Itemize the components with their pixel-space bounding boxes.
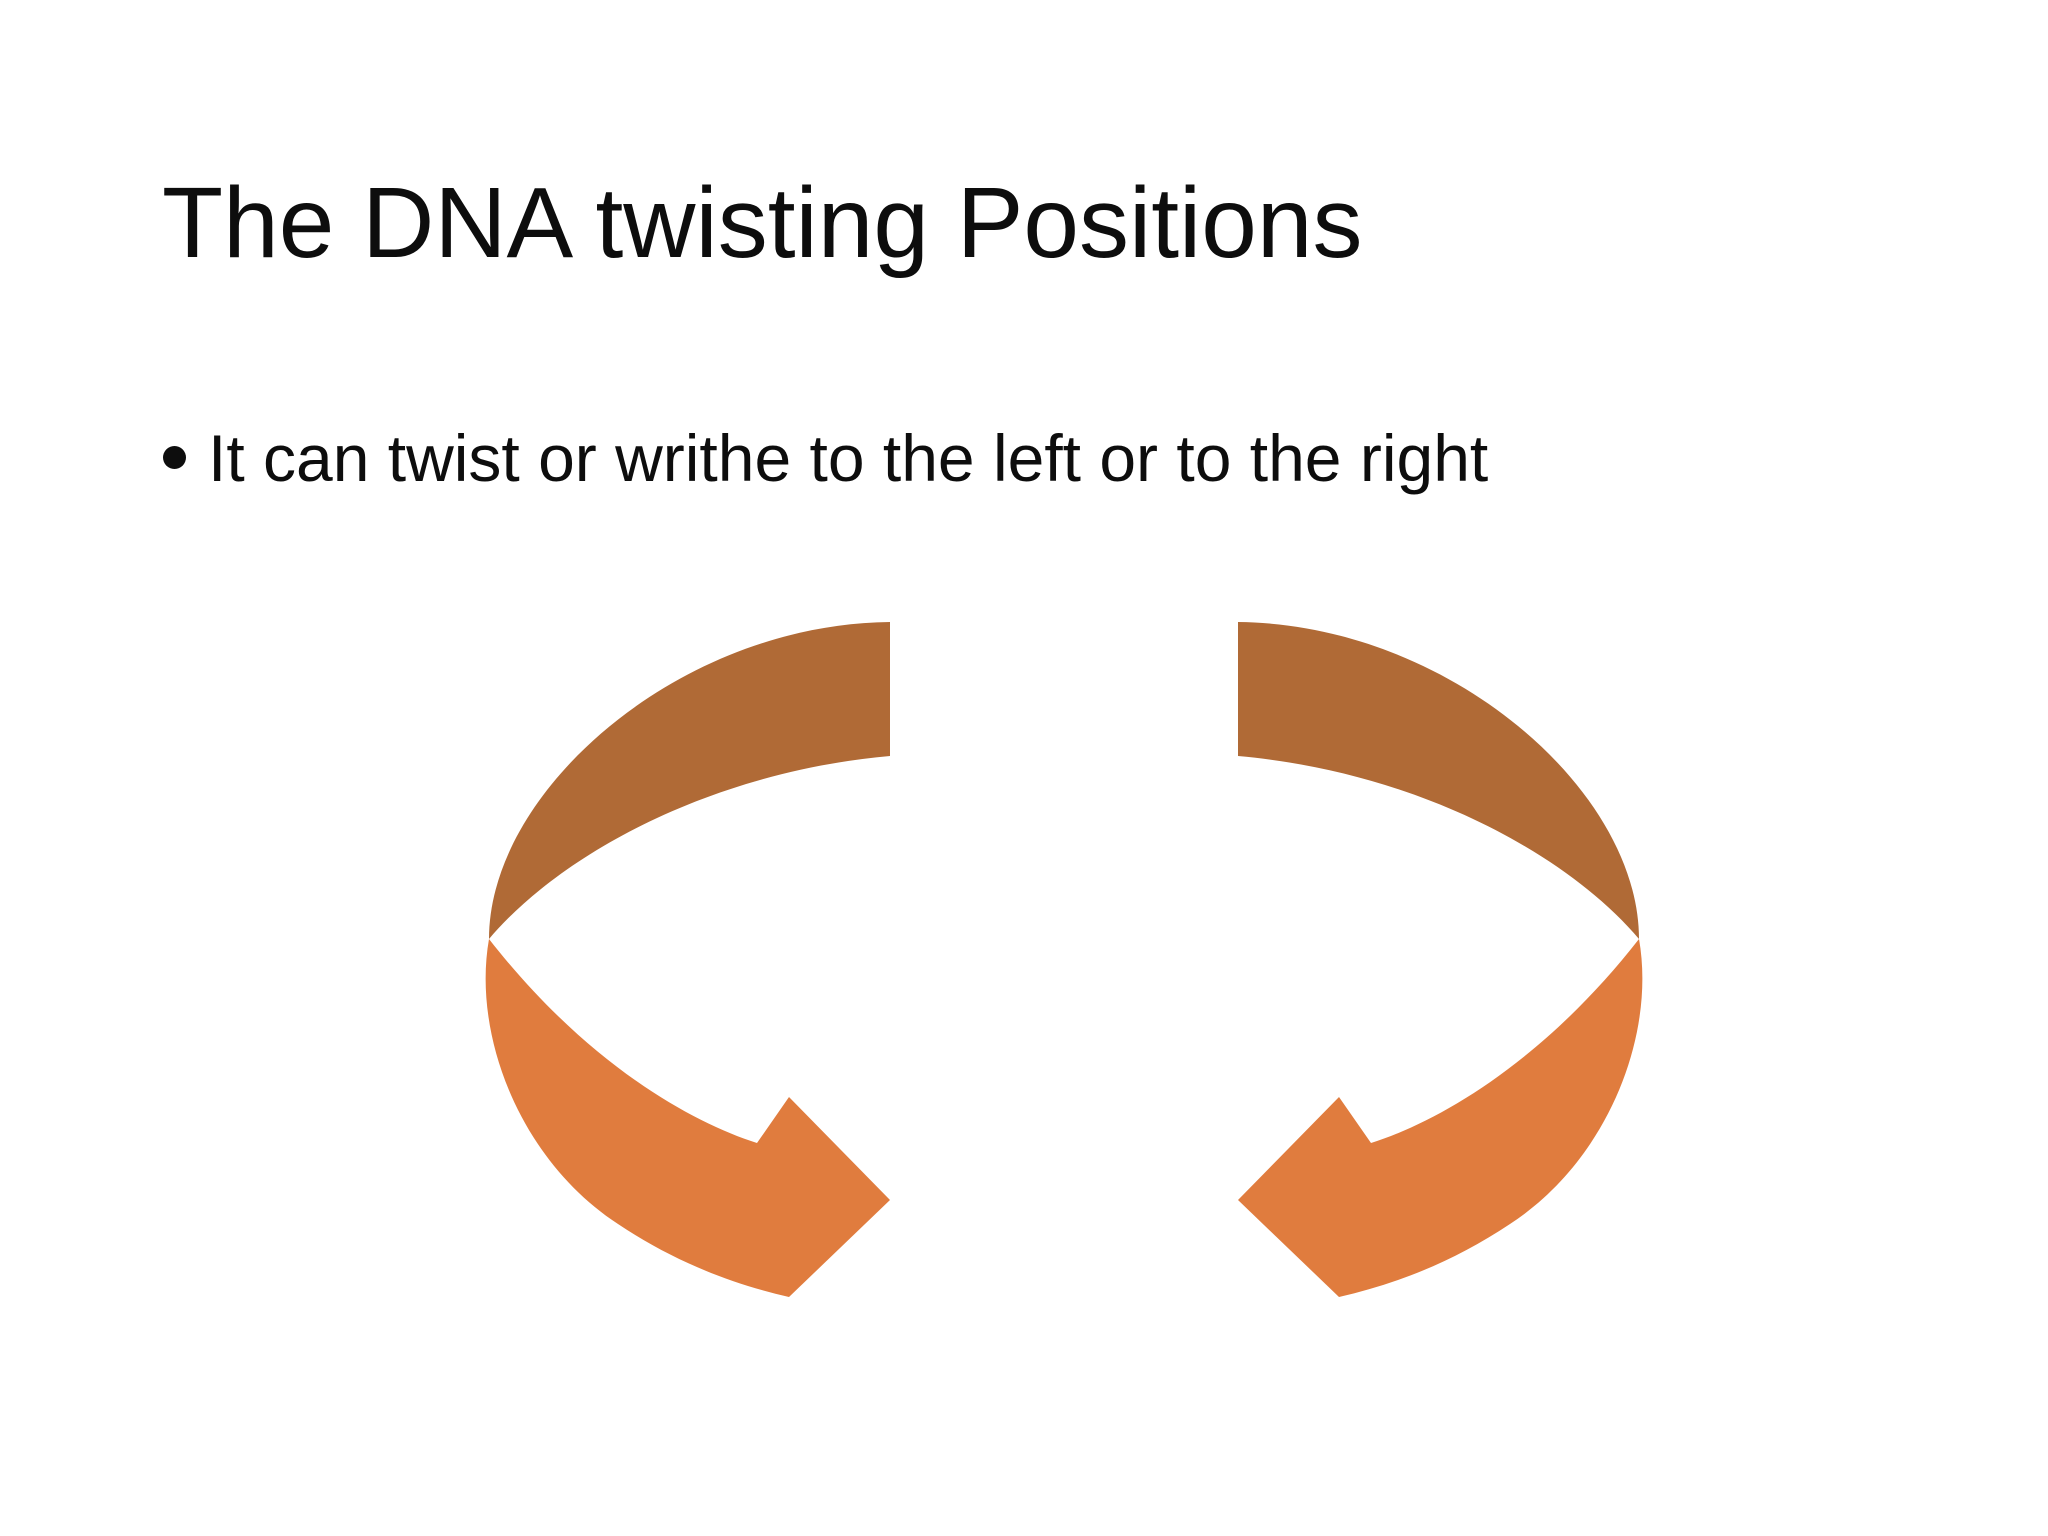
left-rotation-arrow-icon: [485, 622, 890, 1297]
right-arrow-top-ribbon: [1238, 622, 1639, 939]
bullet-item: It can twist or writhe to the left or to…: [163, 418, 1488, 498]
right-rotation-arrow-icon: [1238, 622, 1643, 1297]
right-arrow-bottom-ribbon-with-head: [1238, 939, 1643, 1297]
bullet-dot-icon: [163, 446, 186, 469]
slide-title: The DNA twisting Positions: [162, 167, 1363, 279]
left-arrow-bottom-ribbon-with-head: [485, 939, 890, 1297]
left-arrow-top-ribbon: [489, 622, 890, 939]
bullet-text: It can twist or writhe to the left or to…: [208, 421, 1489, 495]
